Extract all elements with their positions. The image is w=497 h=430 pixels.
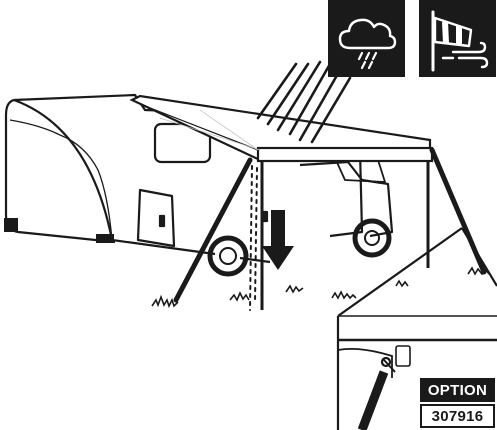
- grass-tufts: [152, 268, 489, 306]
- water-drips: [250, 166, 257, 310]
- tie-down-straps: [176, 150, 484, 300]
- awning-front-bar: [258, 148, 432, 161]
- option-part-number: 307916: [420, 404, 495, 428]
- side-door: [138, 190, 174, 246]
- option-label: OPTION: [420, 378, 495, 402]
- awning: [132, 96, 432, 310]
- windsock-wind-icon: [419, 0, 496, 77]
- rear-light-right: [96, 234, 114, 243]
- rear-light-left: [4, 218, 18, 232]
- rain-cloud-icon: [328, 0, 405, 77]
